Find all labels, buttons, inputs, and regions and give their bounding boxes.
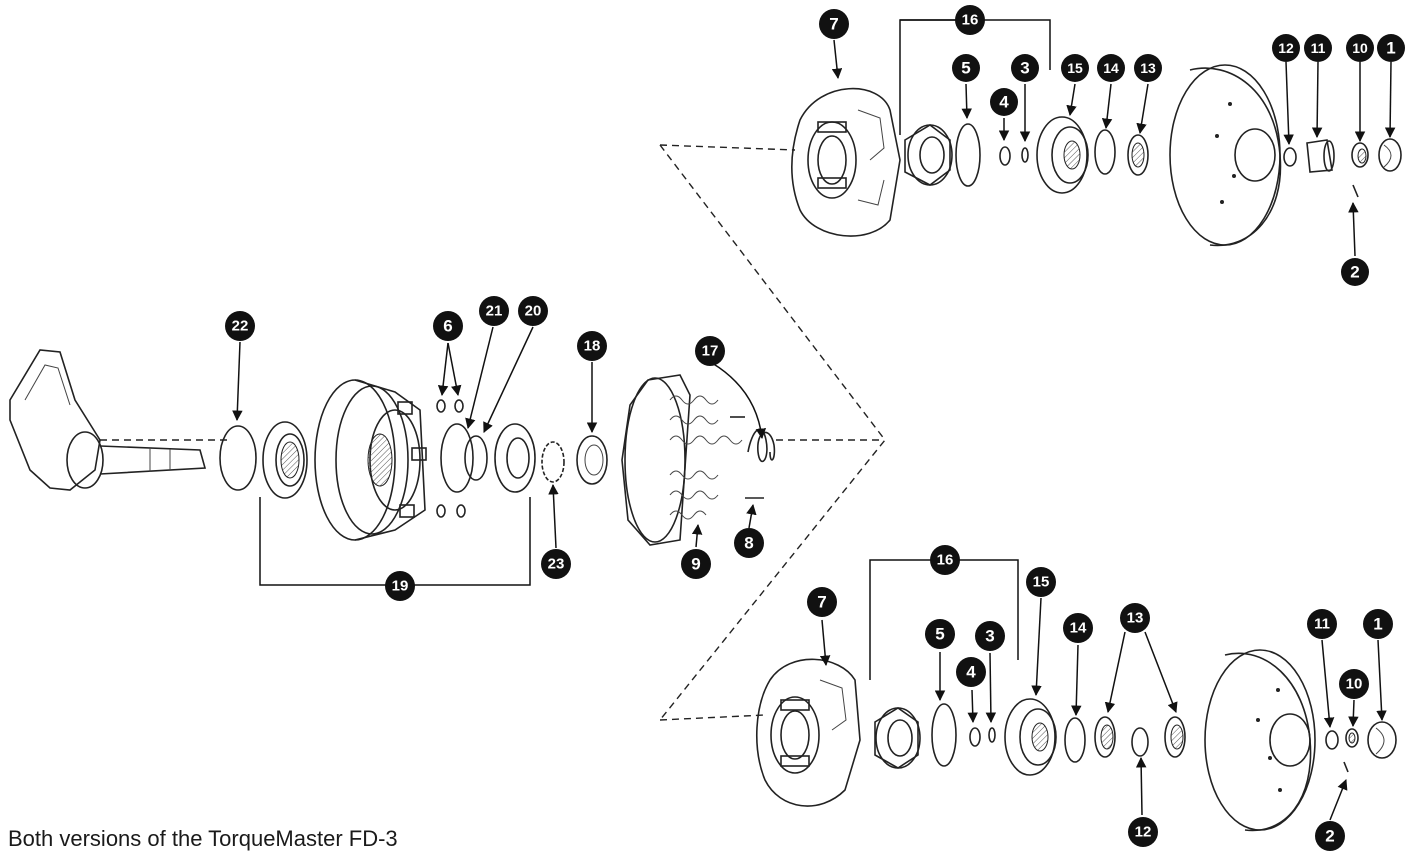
callout-upper-1: 1: [1377, 34, 1405, 62]
svg-text:12: 12: [1135, 824, 1152, 841]
callout-middle-19: 19: [385, 571, 415, 601]
svg-text:7: 7: [817, 593, 826, 612]
lower-assembly: [659, 649, 1397, 832]
svg-text:13: 13: [1140, 60, 1156, 76]
callout-upper-11: 11: [1304, 34, 1332, 62]
upper-piston-drawing: [904, 124, 953, 186]
callout-upper-5: 5: [952, 54, 980, 82]
callout-upper-7: 7: [819, 9, 849, 39]
svg-text:11: 11: [1311, 40, 1326, 56]
callout-lower-12: 12: [1128, 817, 1158, 847]
svg-text:5: 5: [961, 59, 970, 78]
bracket-6: [437, 342, 462, 397]
svg-text:22: 22: [232, 318, 249, 335]
callout-middle-23: 23: [541, 549, 571, 579]
bearing-cone-drawing: [494, 423, 536, 493]
svg-text:15: 15: [1033, 574, 1050, 591]
svg-text:2: 2: [1325, 827, 1334, 846]
callout-lower-14: 14: [1063, 613, 1093, 643]
svg-text:5: 5: [935, 625, 944, 644]
callout-upper-13: 13: [1134, 54, 1162, 82]
upper-piston-15-drawing: [1036, 116, 1089, 194]
upper-rotor-drawing: [1169, 64, 1282, 247]
hub-drawing: [314, 379, 427, 541]
callout-lower-5: 5: [925, 619, 955, 649]
svg-text:6: 6: [443, 317, 452, 336]
svg-text:10: 10: [1352, 40, 1368, 56]
bearing-drawing: [262, 421, 308, 499]
svg-text:20: 20: [525, 303, 542, 320]
callout-lower-10: 10: [1339, 669, 1369, 699]
svg-text:2: 2: [1350, 263, 1359, 282]
svg-text:23: 23: [548, 556, 565, 573]
callouts-middle: 22 6 21 20 18 17 19 23 9 8: [225, 296, 764, 601]
leader-arrows: [232, 39, 1396, 821]
callout-upper-10: 10: [1346, 34, 1374, 62]
svg-text:13: 13: [1127, 610, 1144, 627]
callout-middle-18: 18: [577, 331, 607, 361]
callout-middle-6: 6: [433, 311, 463, 341]
callout-lower-15: 15: [1026, 567, 1056, 597]
callout-upper-16: 16: [955, 5, 985, 35]
pressure-plate-drawing: [621, 374, 743, 546]
svg-text:3: 3: [985, 627, 994, 646]
callout-lower-4: 4: [956, 657, 986, 687]
lock-washer-drawing: [541, 441, 565, 483]
callout-middle-20: 20: [518, 296, 548, 326]
callout-lower-13: 13: [1120, 603, 1150, 633]
svg-text:9: 9: [691, 555, 700, 574]
callout-lower-3: 3: [975, 621, 1005, 651]
lower-backing-plate-drawing: [756, 658, 861, 807]
svg-text:17: 17: [702, 343, 719, 360]
svg-text:16: 16: [962, 12, 979, 29]
callout-lower-1: 1: [1363, 609, 1393, 639]
callout-upper-3: 3: [1011, 54, 1039, 82]
figure-caption: Both versions of the TorqueMaster FD-3: [8, 826, 398, 851]
svg-text:21: 21: [486, 303, 503, 320]
callouts-upper: 7 16 5 4 3 15 14 13 12 11 10 1 2: [819, 5, 1405, 286]
center-assembly: [9, 349, 880, 546]
callout-middle-21: 21: [479, 296, 509, 326]
upper-backing-plate-drawing: [790, 87, 901, 237]
svg-text:18: 18: [584, 338, 601, 355]
snap-ring-drawing: [219, 425, 257, 491]
steering-knuckle-drawing: [9, 349, 230, 491]
svg-text:7: 7: [829, 15, 838, 34]
svg-text:1: 1: [1386, 39, 1395, 58]
dashed-guide-lines: [659, 144, 886, 721]
callout-middle-17: 17: [695, 336, 725, 366]
svg-text:8: 8: [744, 534, 753, 553]
svg-text:14: 14: [1070, 620, 1087, 637]
svg-text:14: 14: [1103, 60, 1119, 76]
callout-upper-2: 2: [1341, 258, 1369, 286]
bracket-13-lower: [1104, 631, 1178, 714]
callout-lower-16: 16: [930, 545, 960, 575]
svg-text:3: 3: [1020, 59, 1029, 78]
callout-lower-7: 7: [807, 587, 837, 617]
callout-middle-22: 22: [225, 311, 255, 341]
callout-middle-9: 9: [681, 549, 711, 579]
callout-upper-4: 4: [990, 88, 1018, 116]
callout-upper-14: 14: [1097, 54, 1125, 82]
lower-rotor-drawing: [1204, 649, 1316, 832]
callouts-lower: 16 15 7 5 3 4 14 13 11 1 10 12 2: [807, 545, 1393, 851]
upper-assembly: [659, 64, 1402, 247]
callout-upper-15: 15: [1061, 54, 1089, 82]
svg-text:16: 16: [937, 552, 954, 569]
svg-text:11: 11: [1314, 616, 1330, 633]
svg-text:4: 4: [999, 93, 1009, 112]
callout-lower-11: 11: [1307, 609, 1337, 639]
svg-text:1: 1: [1373, 615, 1382, 634]
callout-middle-8: 8: [734, 528, 764, 558]
svg-text:19: 19: [392, 578, 409, 595]
svg-text:15: 15: [1067, 60, 1083, 76]
svg-text:10: 10: [1346, 676, 1363, 693]
svg-text:4: 4: [966, 663, 976, 682]
svg-text:12: 12: [1278, 40, 1294, 56]
callout-lower-2: 2: [1315, 821, 1345, 851]
callout-upper-12: 12: [1272, 34, 1300, 62]
